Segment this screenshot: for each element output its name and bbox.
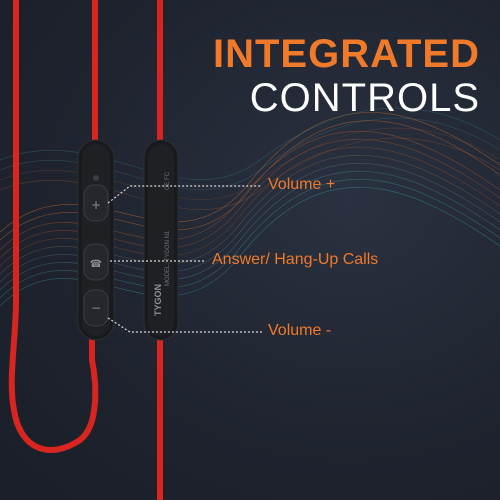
control-remote: + ☎ − [77,139,115,341]
volume-down-key [83,289,109,327]
plus-icon: + [91,198,101,212]
callout-answer: Answer/ Hang-Up Calls [212,251,379,268]
callout-leaders [107,185,262,333]
model-print: MODEL: TYGON N1 [165,230,171,286]
phone-icon: ☎ [90,259,102,270]
leader-volume-up [107,185,262,204]
left-cable [8,0,99,453]
minus-icon: − [91,301,101,315]
leader-volume-down [107,317,262,333]
callout-volume-up: Volume + [268,176,336,193]
headline-line2: CONTROLS [249,76,480,120]
brand-print: TYGON [153,284,163,316]
callout-volume-down: Volume - [268,322,332,339]
headline-line1: INTEGRATED [212,32,480,76]
page-title: INTEGRATED CONTROLS [213,34,480,118]
certification-marks: CE FC [165,171,171,190]
answer-key [83,243,109,281]
battery-pod: TYGON MODEL: TYGON N1 CE FC [143,139,179,341]
